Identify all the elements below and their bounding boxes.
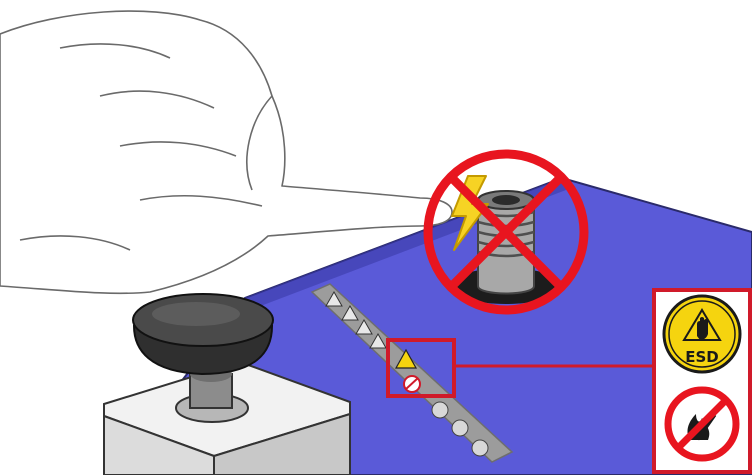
knob-cap-highlight [152, 302, 240, 326]
strip-no-fire-icon [404, 376, 420, 392]
strip-round-icon-1 [432, 402, 448, 418]
esd-warning-icon: ESD [664, 296, 740, 372]
strip-round-icon-2 [452, 420, 468, 436]
black-knob [133, 294, 273, 374]
no-open-flame-icon [668, 390, 736, 458]
esd-sign-text: ESD [685, 348, 719, 366]
connector-top-hole [492, 195, 520, 205]
strip-round-icon-3 [472, 440, 488, 456]
